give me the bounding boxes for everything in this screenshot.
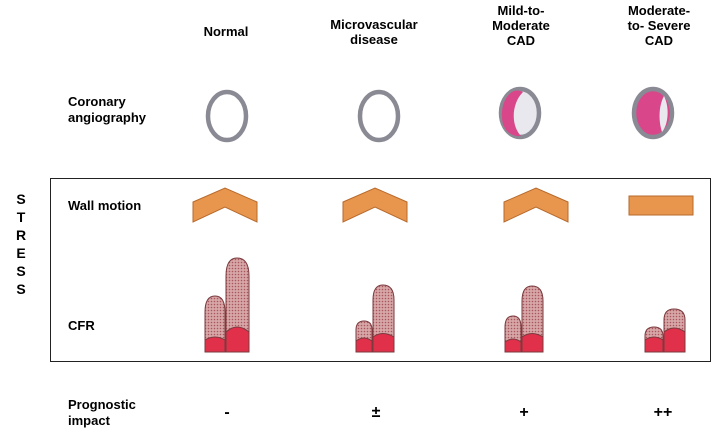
wall-motion-moderate-severe-cad: [629, 196, 693, 215]
vessel-microvascular: [360, 92, 398, 140]
wall-motion-mild-moderate-cad: [504, 188, 568, 222]
wall-motion-microvascular: [343, 188, 407, 222]
vessel-mild-moderate-cad: [501, 89, 539, 137]
wall-motion-normal: [193, 188, 257, 222]
cfr-mild-moderate-cad: [505, 286, 543, 352]
cfr-moderate-severe-cad: [645, 309, 685, 352]
vessel-normal: [208, 92, 246, 140]
prognostic-microvascular: ±: [346, 404, 406, 422]
prognostic-normal: -: [197, 404, 257, 422]
prognostic-moderate-severe-cad: ++: [633, 404, 693, 422]
prognostic-mild-moderate-cad: +: [494, 404, 554, 422]
cfr-microvascular: [356, 285, 394, 352]
vessel-moderate-severe-cad: [634, 89, 672, 137]
cfr-normal: [205, 258, 249, 352]
